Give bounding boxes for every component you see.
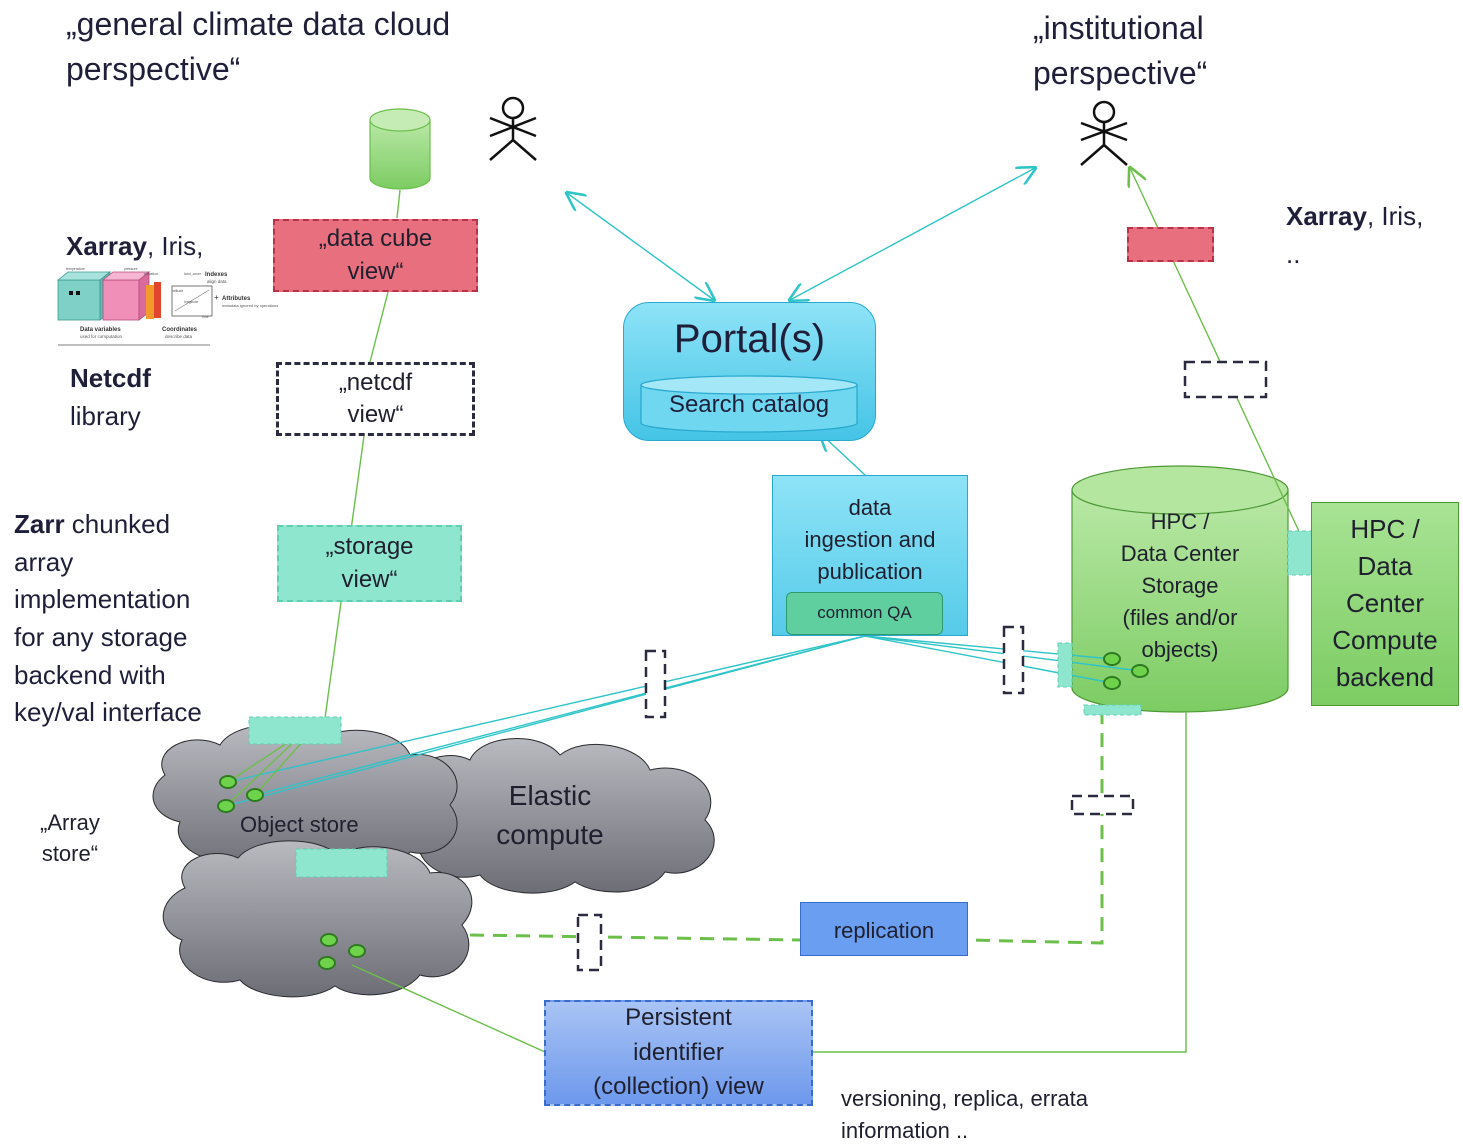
user-icon-left	[489, 96, 537, 161]
left-xarray-label: Xarray, Iris,	[66, 228, 203, 266]
mini-longitude-label: longitude	[184, 300, 198, 304]
ingestion-line1: data	[848, 495, 892, 520]
hpc-storage-line2: Data Center	[1120, 540, 1240, 566]
hpc-storage-cylinder	[1071, 465, 1289, 713]
right-xarray-dots: ..	[1286, 238, 1301, 269]
ingestion-line3: publication	[817, 558, 923, 584]
object-store-label: Object store	[240, 812, 359, 837]
elastic-line2: compute	[496, 819, 604, 851]
left-title-line1: „general climate data cloud	[66, 6, 451, 42]
zarr-line6: key/val interface	[14, 697, 202, 728]
right-title-line2: perspective“	[1033, 54, 1208, 91]
search-catalog-shape	[640, 375, 858, 433]
right-xarray-label: Xarray, Iris, ..	[1286, 198, 1423, 273]
hpc-compute-line2: Data	[1357, 550, 1413, 581]
xarray-data-model-figure: + Indexes align data Attributes metadata…	[56, 267, 278, 346]
right-xarray-bold: Xarray	[1286, 201, 1367, 231]
hpc-storage-line1: HPC /	[1150, 509, 1210, 534]
hpc-storage-line5: objects)	[1141, 636, 1219, 662]
pid-line2: identifier	[633, 1038, 724, 1066]
mini-indexes-sub: align data	[207, 279, 227, 284]
interface-markers	[576, 360, 1268, 972]
svg-text:+: +	[214, 293, 219, 302]
hpc-storage-label: HPC / Data Center Storage (files and/or …	[1090, 506, 1270, 665]
search-catalog-cylinder[interactable]: Search catalog	[640, 375, 858, 433]
mini-temperature-label: temperature	[66, 267, 85, 271]
hpc-compute-line5: backend	[1335, 661, 1435, 692]
left-title-line2: perspective“	[66, 50, 241, 87]
right-perspective-title: „institutional perspective“	[1033, 6, 1207, 96]
zarr-description: Zarr chunked array implementation for an…	[14, 506, 202, 732]
array-store-cloud	[162, 840, 473, 998]
user-icon-right	[1080, 100, 1128, 166]
mini-coordinates-sub: describe data	[165, 334, 193, 339]
versioning-line2: information ..	[841, 1117, 969, 1143]
institutional-cube-view-box	[1127, 227, 1214, 262]
mini-pressure-label: pressure	[124, 267, 138, 271]
storage-view-line2: view“	[341, 565, 398, 593]
netcdf-view-line2: view“	[347, 401, 404, 428]
hpc-compute-line1: HPC /	[1350, 514, 1420, 544]
array-store-label: „Array store“	[40, 808, 100, 870]
data-cube-line1: „data cube	[318, 225, 433, 253]
zarr-line3: implementation	[14, 584, 191, 615]
mini-land-cover-label: land_cover	[184, 272, 202, 276]
netcdf-view-line1: „netcdf	[338, 368, 413, 396]
pid-line3: (collection) view	[593, 1073, 764, 1101]
zarr-line2: array	[14, 546, 74, 577]
zarr-line4: for any storage	[14, 622, 188, 653]
hpc-compute-line3: Center	[1345, 587, 1425, 618]
data-cube-cylinder	[369, 108, 431, 190]
left-xarray-bold: Xarray	[66, 231, 147, 261]
hpc-storage-line3: Storage	[1141, 572, 1219, 598]
right-xarray-rest: , Iris,	[1366, 201, 1424, 231]
hpc-compute-box: HPC / Data Center Compute backend	[1311, 502, 1459, 706]
elastic-compute-label: Elastic compute	[480, 776, 620, 854]
mini-coordinates-label: Coordinates	[162, 327, 198, 333]
netcdf-view-box: „netcdf view“	[276, 362, 475, 436]
zarr-line1: chunked	[64, 509, 171, 539]
zarr-bold: Zarr	[14, 509, 65, 539]
mini-elevation-label: elevation	[144, 272, 158, 276]
mini-indexes-label: Indexes	[205, 272, 228, 278]
storage-view-line1: „storage	[325, 533, 414, 561]
storage-dots	[217, 652, 1149, 970]
versioning-note: versioning, replica, errata information …	[841, 1083, 1088, 1147]
elastic-line1: Elastic	[508, 780, 592, 811]
array-store-line2: store“	[41, 840, 99, 866]
pid-line1: Persistent	[625, 1003, 732, 1031]
storage-view-box: „storage view“	[277, 525, 462, 602]
mini-latitude-label: latitude	[172, 289, 183, 293]
data-cube-view-box: „data cube view“	[273, 219, 478, 292]
mini-data-variables-label: Data variables	[80, 327, 121, 333]
left-perspective-title: „general climate data cloud perspective“	[66, 2, 450, 92]
teal-patches	[248, 530, 1313, 878]
mini-attributes-sub: metadata ignored by operations	[222, 303, 278, 308]
versioning-line1: versioning, replica, errata	[841, 1086, 1089, 1111]
mini-attributes-label: Attributes	[222, 296, 251, 302]
portal-title: Portal(s)	[673, 317, 826, 361]
persistent-identifier-box: Persistent identifier (collection) view	[544, 1000, 813, 1106]
array-store-line1: „Array	[40, 810, 100, 835]
left-xarray-rest: , Iris,	[146, 231, 204, 261]
netcdf-rest: library	[70, 400, 141, 431]
common-qa-box: common QA	[786, 592, 943, 635]
hpc-compute-line4: Compute	[1332, 624, 1438, 655]
data-cube-line2: view“	[347, 257, 404, 285]
mini-time-label: time	[202, 315, 209, 319]
replication-line	[469, 712, 1104, 945]
ingestion-line2: ingestion and	[804, 526, 936, 552]
search-catalog-label: Search catalog	[668, 391, 830, 418]
zarr-line5: backend with	[14, 659, 166, 690]
mini-data-variables-sub: used for computation	[80, 334, 123, 339]
replication-box: replication	[800, 902, 968, 956]
hpc-storage-line4: (files and/or	[1122, 604, 1238, 630]
right-title-line1: „institutional	[1033, 10, 1204, 46]
netcdf-bold: Netcdf	[70, 363, 151, 393]
netcdf-library-label: Netcdf library	[70, 360, 151, 435]
